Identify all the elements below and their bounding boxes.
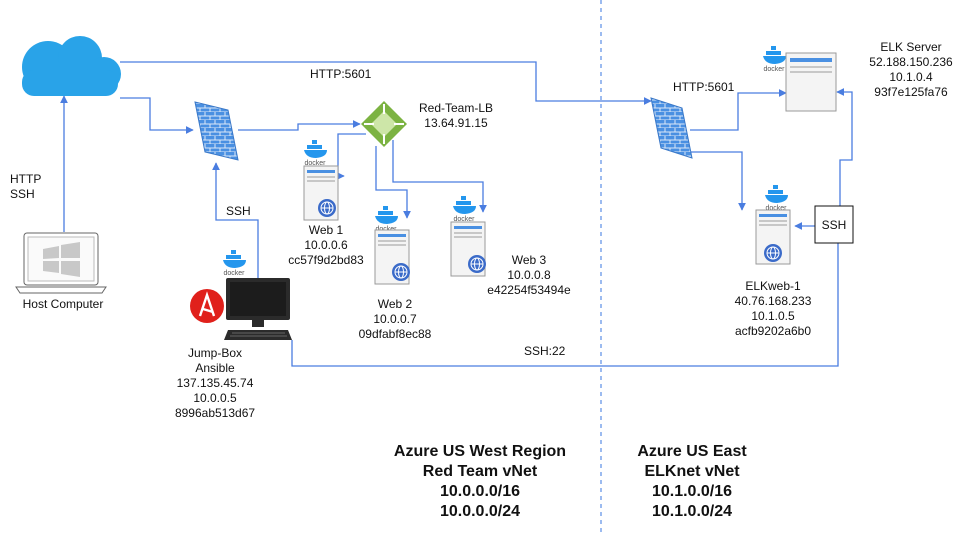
link-ssh-elk [836,88,853,206]
cloud-link-label: HTTP SSH [10,172,42,201]
docker-icon [223,250,246,277]
web1-server-icon [303,165,339,221]
link-firewall2-elk [690,89,787,131]
firewall-west-icon [194,101,239,161]
connectors [60,61,853,367]
web2-server-icon [374,229,411,285]
elk-server-icon [785,52,837,112]
lb-label: Red-Team-LB 13.64.91.15 [418,101,494,130]
web3-label: Web 3 10.0.0.8 e42254f53494e [487,253,571,297]
west-region-label: Azure US West Region Red Team vNet 10.0.… [393,443,567,520]
east-region-label: Azure US East ELKnet vNet 10.1.0.0/16 10… [637,443,747,520]
laptop-windows-icon [15,232,107,294]
load-balancer-icon [361,101,407,147]
http-label-right: HTTP:5601 [673,80,735,94]
link-cloud-firewall2 [120,61,652,105]
desktop-icon [224,278,292,340]
link-lb-web2 [375,146,411,219]
ssh-box-label: SSH [821,218,847,232]
web2-label: Web 2 10.0.0.7 09dfabf8ec88 [358,297,432,341]
cloud-icon [22,36,121,96]
link-cloud-firewall [120,97,194,134]
host-computer-label: Host Computer [22,297,104,311]
jumpbox-label: Jump-Box Ansible 137.135.45.74 10.0.0.5 … [174,346,256,420]
docker-icon [765,185,788,212]
elk-server-label: ELK Server 52.188.150.236 10.1.0.4 93f7e… [869,40,953,99]
link-lb-web1 [336,133,366,180]
link-firewall-lb [238,120,361,131]
elkweb-label: ELKweb-1 40.76.168.233 10.1.0.5 acfb9202… [734,279,812,338]
ssh-box [814,205,854,244]
link-ssh22 [291,243,839,367]
link-jumpbox-firewall [212,162,259,278]
elkweb-server-icon [755,209,791,265]
ssh22-label: SSH:22 [524,344,566,358]
link-firewall2-elkweb [690,151,746,211]
docker-icon [375,206,398,233]
ssh-jumpbox-label: SSH [226,204,251,218]
docker-icon [453,196,476,223]
web1-label: Web 1 10.0.0.6 cc57f9d2bd83 [288,223,364,267]
ansible-icon [190,289,224,323]
docker-icon [763,46,786,73]
firewall-east-icon [650,97,693,159]
docker-icon [304,140,327,167]
link-lb-web3 [392,140,487,213]
http-label-top: HTTP:5601 [310,67,372,81]
